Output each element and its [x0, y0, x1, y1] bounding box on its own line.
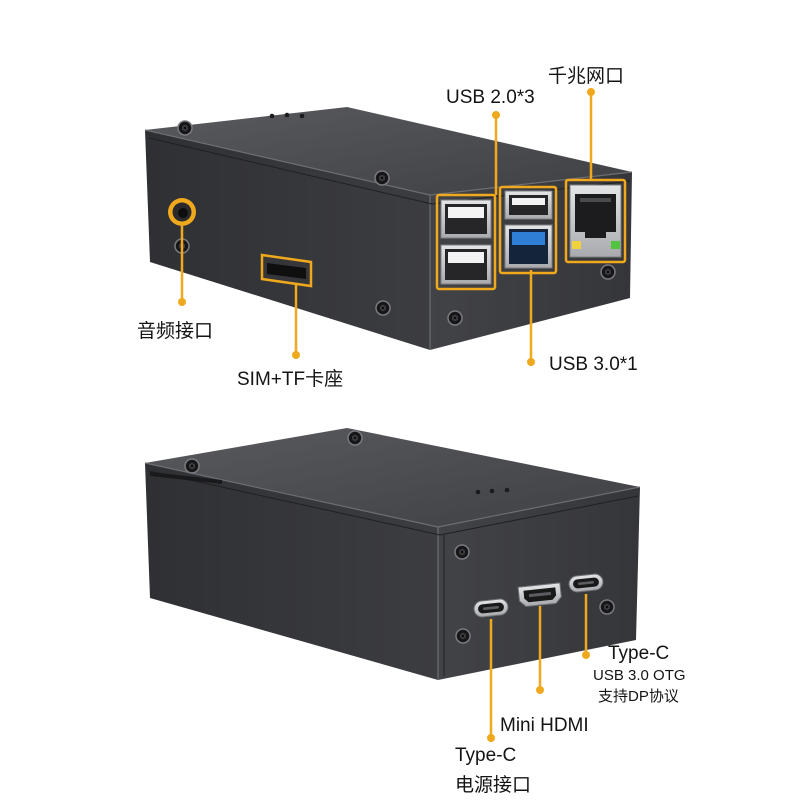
ethernet-led-yellow: [572, 241, 581, 249]
screw-icon: [600, 264, 616, 280]
callout-dot-typec-otg: [582, 651, 590, 659]
usb2-port: [504, 190, 553, 220]
usb3-port: [504, 224, 553, 269]
label-typec-otg-line1: USB 3.0 OTG: [593, 667, 686, 684]
bottom-enclosure-front-face: [438, 487, 640, 680]
callout-dot-usb3: [527, 358, 535, 366]
screw-icon: [347, 430, 363, 446]
label-audio: 音频接口: [137, 320, 213, 342]
ethernet-opening: [575, 194, 616, 238]
label-usb2: USB 2.0*3: [446, 87, 535, 108]
callout-dot-sim-tf: [292, 351, 300, 359]
typec-power-port: [473, 598, 509, 618]
callout-dot-usb2: [492, 111, 500, 119]
label-typec-otg-title: Type-C: [608, 643, 669, 664]
ethernet-highlight: [564, 178, 627, 264]
vent-dot: [269, 113, 275, 119]
label-ethernet: 千兆网口: [548, 65, 624, 87]
label-usb3: USB 3.0*1: [549, 354, 638, 375]
bottom-enclosure-notch: [150, 472, 222, 484]
vent-dot: [504, 487, 510, 493]
screw-icon: [447, 310, 463, 326]
sim-tf-slot-opening: [267, 263, 306, 279]
vent-dot: [475, 489, 481, 495]
label-mini-hdmi: Mini HDMI: [500, 715, 589, 736]
screw-icon: [177, 120, 193, 136]
audio-jack-hole: [178, 208, 188, 218]
label-typec-power-line1: 电源接口: [455, 774, 531, 796]
bottom-enclosure-left-face: [145, 463, 438, 680]
top-enclosure-top-face: [145, 107, 632, 195]
vent-dot: [284, 112, 290, 118]
screw-icon: [374, 170, 390, 186]
top-enclosure-left-face: [145, 130, 430, 350]
callout-dot-mini-hdmi: [536, 686, 544, 694]
sim-tf-slot-highlight: [260, 253, 313, 288]
screw-icon: [375, 300, 391, 316]
bottom-callouts: Type-C USB 3.0 OTG 支持DP协议 Mini HDMI Type…: [455, 594, 686, 796]
usb2-group-left-highlight: [435, 193, 497, 291]
vent-dot: [489, 488, 495, 494]
typec-otg-port: [568, 573, 604, 593]
usb2-port: [440, 199, 492, 239]
mini-hdmi-port: [517, 582, 562, 608]
callout-dot-audio: [178, 298, 186, 306]
vent-dot: [299, 113, 305, 119]
bottom-enclosure-top-face: [145, 428, 640, 527]
bottom-enclosure-lid-seam: [148, 470, 639, 536]
screw-icon: [454, 544, 470, 560]
callout-dot-typec-power: [487, 734, 495, 742]
screw-icon: [184, 458, 200, 474]
usb2-port: [440, 244, 492, 285]
ethernet-led-green: [611, 241, 620, 249]
screw-icon: [455, 628, 471, 644]
label-typec-otg-line2: 支持DP协议: [598, 688, 679, 705]
sim-tf-slot: [260, 253, 313, 288]
label-sim-tf: SIM+TF卡座: [237, 368, 343, 390]
top-callouts: 千兆网口 USB 2.0*3 音频接口 SIM+TF卡座 USB 3.0*1: [137, 65, 638, 390]
label-typec-power-title: Type-C: [455, 745, 516, 766]
bottom-enclosure: [144, 428, 641, 680]
top-enclosure-lid-seam: [148, 137, 631, 205]
usb-group-right-highlight: [498, 185, 558, 275]
callout-dot-ethernet: [587, 88, 595, 96]
screw-icon: [599, 599, 615, 615]
audio-jack: [168, 198, 196, 226]
top-enclosure: [144, 107, 633, 350]
ethernet-port: [569, 184, 622, 258]
